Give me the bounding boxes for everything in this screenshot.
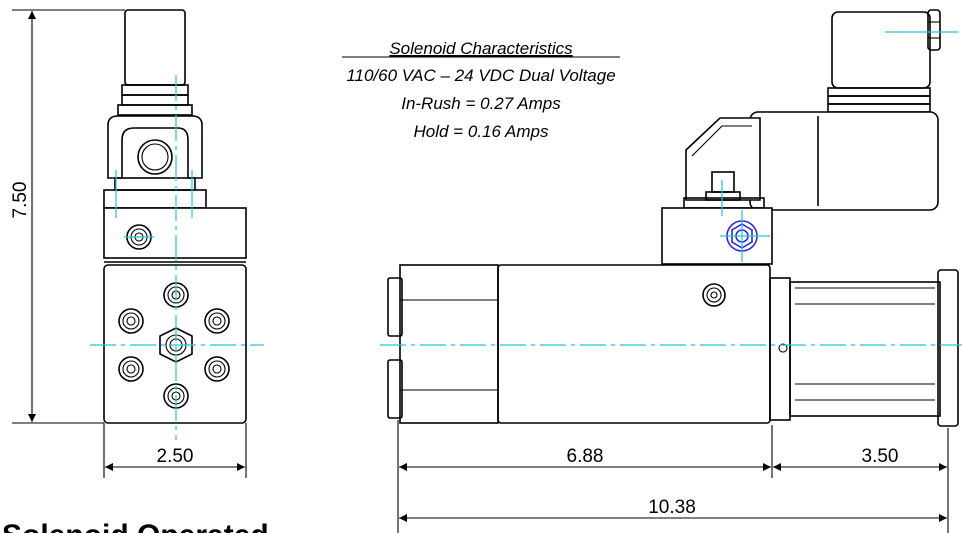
- dim-height-label: 7.50: [10, 182, 31, 219]
- side-valve-body: [497, 264, 771, 424]
- dimension-height: 7.50: [10, 9, 125, 424]
- front-coil-bracket: [107, 115, 203, 179]
- solenoid-notes: Solenoid Characteristics 110/60 VAC – 24…: [342, 39, 620, 141]
- notes-inrush: In-Rush = 0.27 Amps: [401, 94, 561, 113]
- dimension-solenoid-length: 3.50: [773, 428, 949, 533]
- side-end-cap: [399, 264, 499, 424]
- side-view: [380, 9, 962, 427]
- side-coil: [749, 111, 939, 211]
- dim-overall-length-label: 10.38: [648, 497, 696, 518]
- drawing-title: Solenoid Operated: [2, 519, 269, 533]
- front-upper-block: [103, 207, 247, 259]
- notes-voltage: 110/60 VAC – 24 VDC Dual Voltage: [346, 66, 615, 85]
- dimension-front-width: 2.50: [103, 423, 247, 478]
- front-valve-body: [103, 264, 247, 424]
- front-connector-cap: [124, 9, 186, 86]
- dimension-body-length: 6.88: [397, 420, 773, 533]
- notes-hold: Hold = 0.16 Amps: [414, 122, 549, 141]
- side-connector-plug: [831, 11, 931, 89]
- side-operator-tube: [789, 281, 941, 417]
- front-view: [90, 9, 264, 440]
- dim-solenoid-length-label: 3.50: [862, 446, 899, 467]
- dimension-overall-length: 10.38: [399, 497, 947, 522]
- notes-heading: Solenoid Characteristics: [389, 39, 573, 58]
- side-angle-housing: [685, 117, 761, 201]
- dim-body-length-label: 6.88: [567, 446, 604, 467]
- front-connector-port: [137, 139, 173, 175]
- dim-front-width-label: 2.50: [157, 446, 194, 467]
